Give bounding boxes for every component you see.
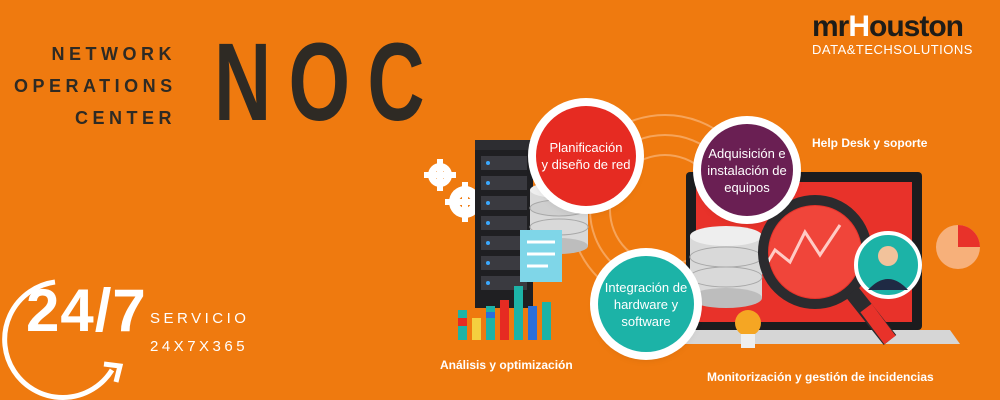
bar-chart-icon (458, 286, 551, 340)
acquisition-line-1: Adquisición e (708, 145, 786, 161)
integration-line-1: Integración de (604, 279, 688, 295)
service-line-2: 24X7X365 (150, 338, 249, 355)
service-line-1: SERVICIO (150, 310, 250, 327)
service-text: SERVICIO 24X7X365 (150, 305, 249, 361)
database-icon (689, 226, 763, 308)
noc-acronym: NOC (214, 21, 442, 144)
integration-line-3: software (621, 313, 671, 329)
acquisition-line-3: equipos (724, 179, 770, 195)
title-line-network: NETWORK (51, 44, 176, 64)
pie-chart-icon (936, 225, 980, 269)
acquisition-line-2: instalación de (707, 162, 787, 178)
title-line-operations: OPERATIONS (14, 76, 177, 96)
header-title: NETWORK OPERATIONS CENTER (14, 38, 176, 134)
server-rack-icon (475, 140, 533, 308)
user-avatar-icon (854, 231, 922, 299)
analysis-label: Análisis y optimización (440, 358, 573, 372)
document-icon (520, 230, 562, 282)
planning-circle: Planificación y diseño de red (536, 106, 636, 206)
brand-name: mrHouston (812, 10, 964, 43)
brand-tagline: DATA&TECHSOLUTIONS (812, 42, 973, 57)
integration-line-2: hardware y (613, 296, 679, 312)
planning-line-2: y diseño de red (541, 157, 631, 172)
acquisition-circle: Adquisición e instalación de equipos (701, 124, 793, 216)
monitoring-label: Monitorización y gestión de incidencias (707, 370, 934, 384)
helpdesk-label: Help Desk y soporte (812, 136, 928, 150)
availability-badge: 24/7 (26, 277, 147, 344)
brand-logo: mrHouston DATA&TECHSOLUTIONS (812, 10, 992, 57)
circular-arrow-icon (2, 279, 124, 400)
planning-line-1: Planificación (549, 140, 623, 155)
lightbulb-icon (735, 310, 761, 348)
integration-circle: Integración de hardware y software (598, 256, 694, 352)
title-line-center: CENTER (74, 108, 176, 128)
gear-icon (424, 159, 485, 222)
